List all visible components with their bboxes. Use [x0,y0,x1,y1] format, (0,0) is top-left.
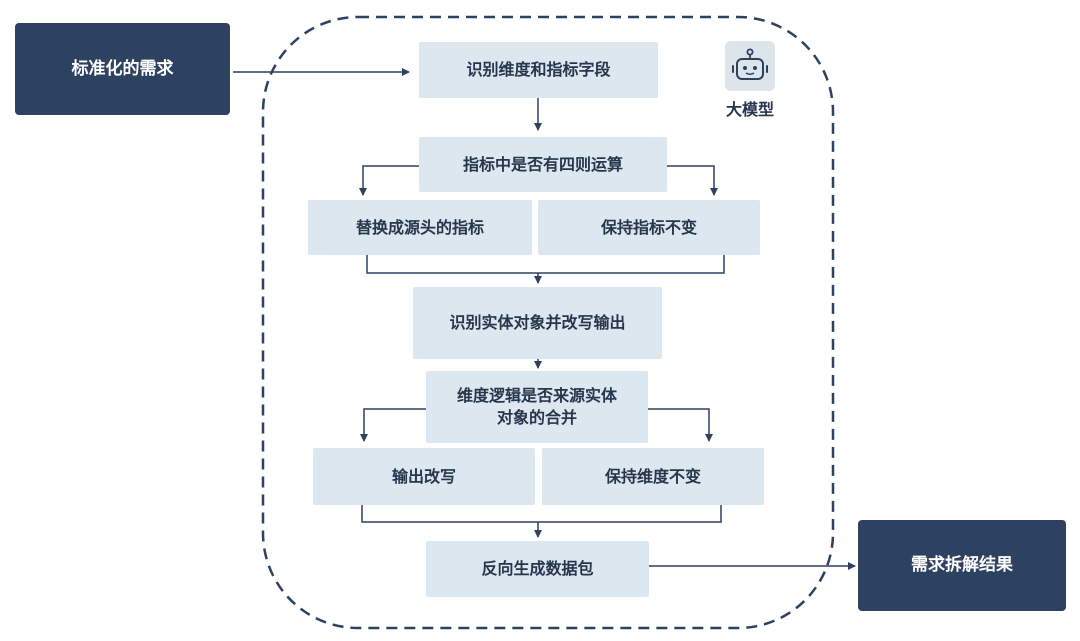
merge-dimension-branches [361,505,722,523]
model-boundary [261,15,835,630]
step-check-merge-line1: 维度逻辑是否来源实体 [456,386,617,406]
arrow-check-merge-to-keep-dimension [648,408,713,442]
robot-icon [725,41,775,91]
step-check-arithmetic: 指标中是否有四则运算 [419,137,667,192]
merge-metric-branches [366,255,725,274]
step-keep-metric: 保持指标不变 [538,200,760,255]
input-box: 标准化的需求 [15,23,230,115]
step-identify-fields: 识别维度和指标字段 [419,42,658,98]
step-rewrite-output: 输出改写 [313,448,535,505]
step-keep-dimension: 保持维度不变 [542,448,764,505]
arrow-check-merge-to-rewrite-output [360,408,426,442]
output-box: 需求拆解结果 [858,520,1066,611]
arrow-check-to-replace-metric [359,165,419,196]
step-replace-metric: 替换成源头的指标 [308,200,532,255]
model-label: 大模型 [725,100,774,119]
step-check-merge-line2: 对象的合并 [496,408,577,427]
step-identify-entity: 识别实体对象并改写输出 [413,287,662,359]
step-reverse-package: 反向生成数据包 [426,541,649,597]
step-check-merge: 维度逻辑是否来源实体 对象的合并 [426,371,648,443]
arrow-check-to-keep-metric [667,165,718,196]
